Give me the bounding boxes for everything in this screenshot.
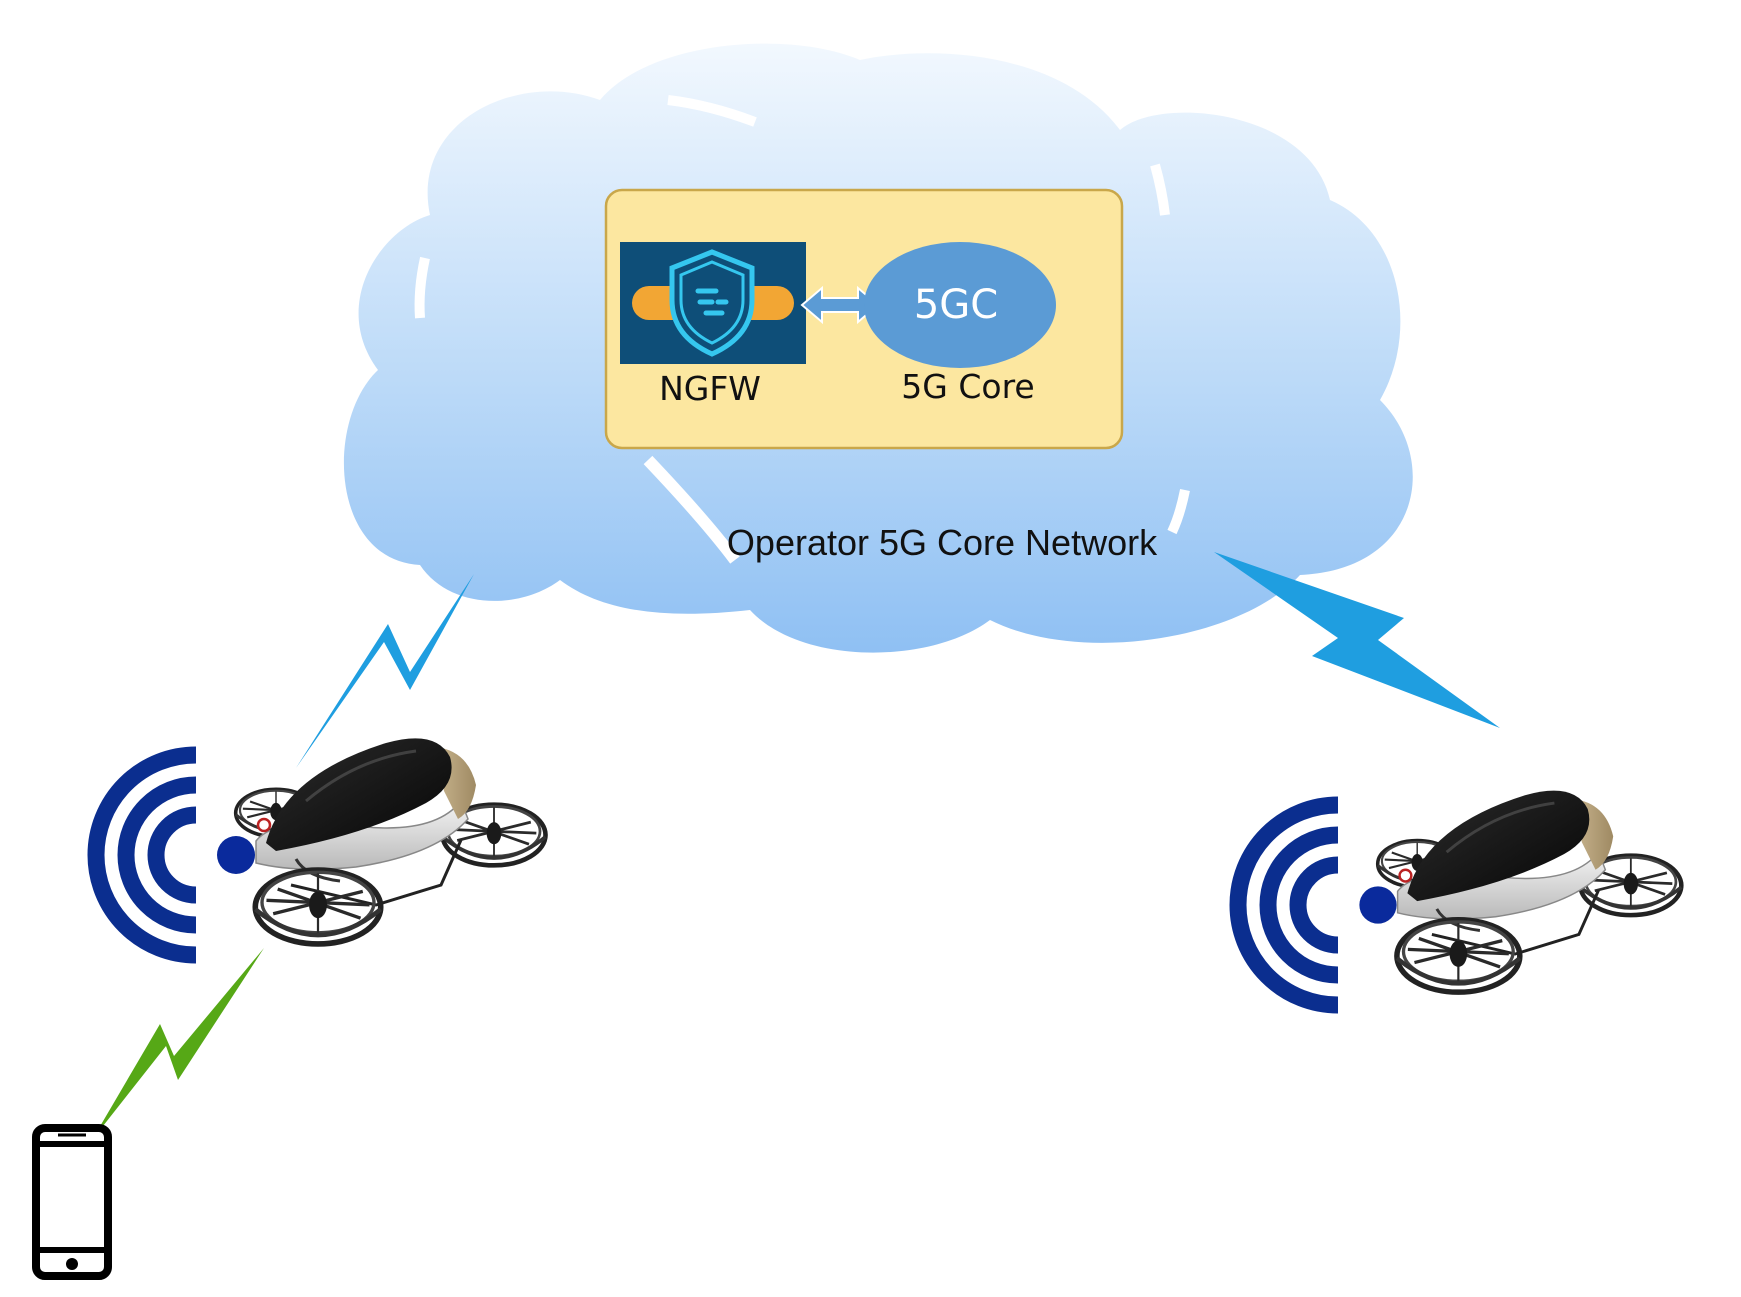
smartphone-icon	[32, 1124, 112, 1280]
core-label: 5G Core	[901, 367, 1034, 406]
core-panel: NGFW 5GC 5G Core	[604, 188, 1124, 450]
radio-waves-right-icon	[1238, 805, 1338, 1005]
core-abbrev-label: 5GC	[914, 282, 998, 328]
core-ellipse	[864, 242, 1056, 368]
radio-waves-left-icon	[96, 755, 196, 955]
aircraft-left	[217, 738, 546, 944]
aircraft-right	[1359, 791, 1681, 993]
shield-icon	[669, 249, 755, 357]
cloud-label: Operator 5G Core Network	[727, 522, 1158, 563]
lightning-link-phone	[92, 948, 264, 1140]
ngfw-block	[620, 242, 806, 364]
ngfw-label: NGFW	[659, 369, 761, 408]
lightning-link-left	[296, 574, 474, 768]
lightning-link-right	[1214, 552, 1500, 728]
